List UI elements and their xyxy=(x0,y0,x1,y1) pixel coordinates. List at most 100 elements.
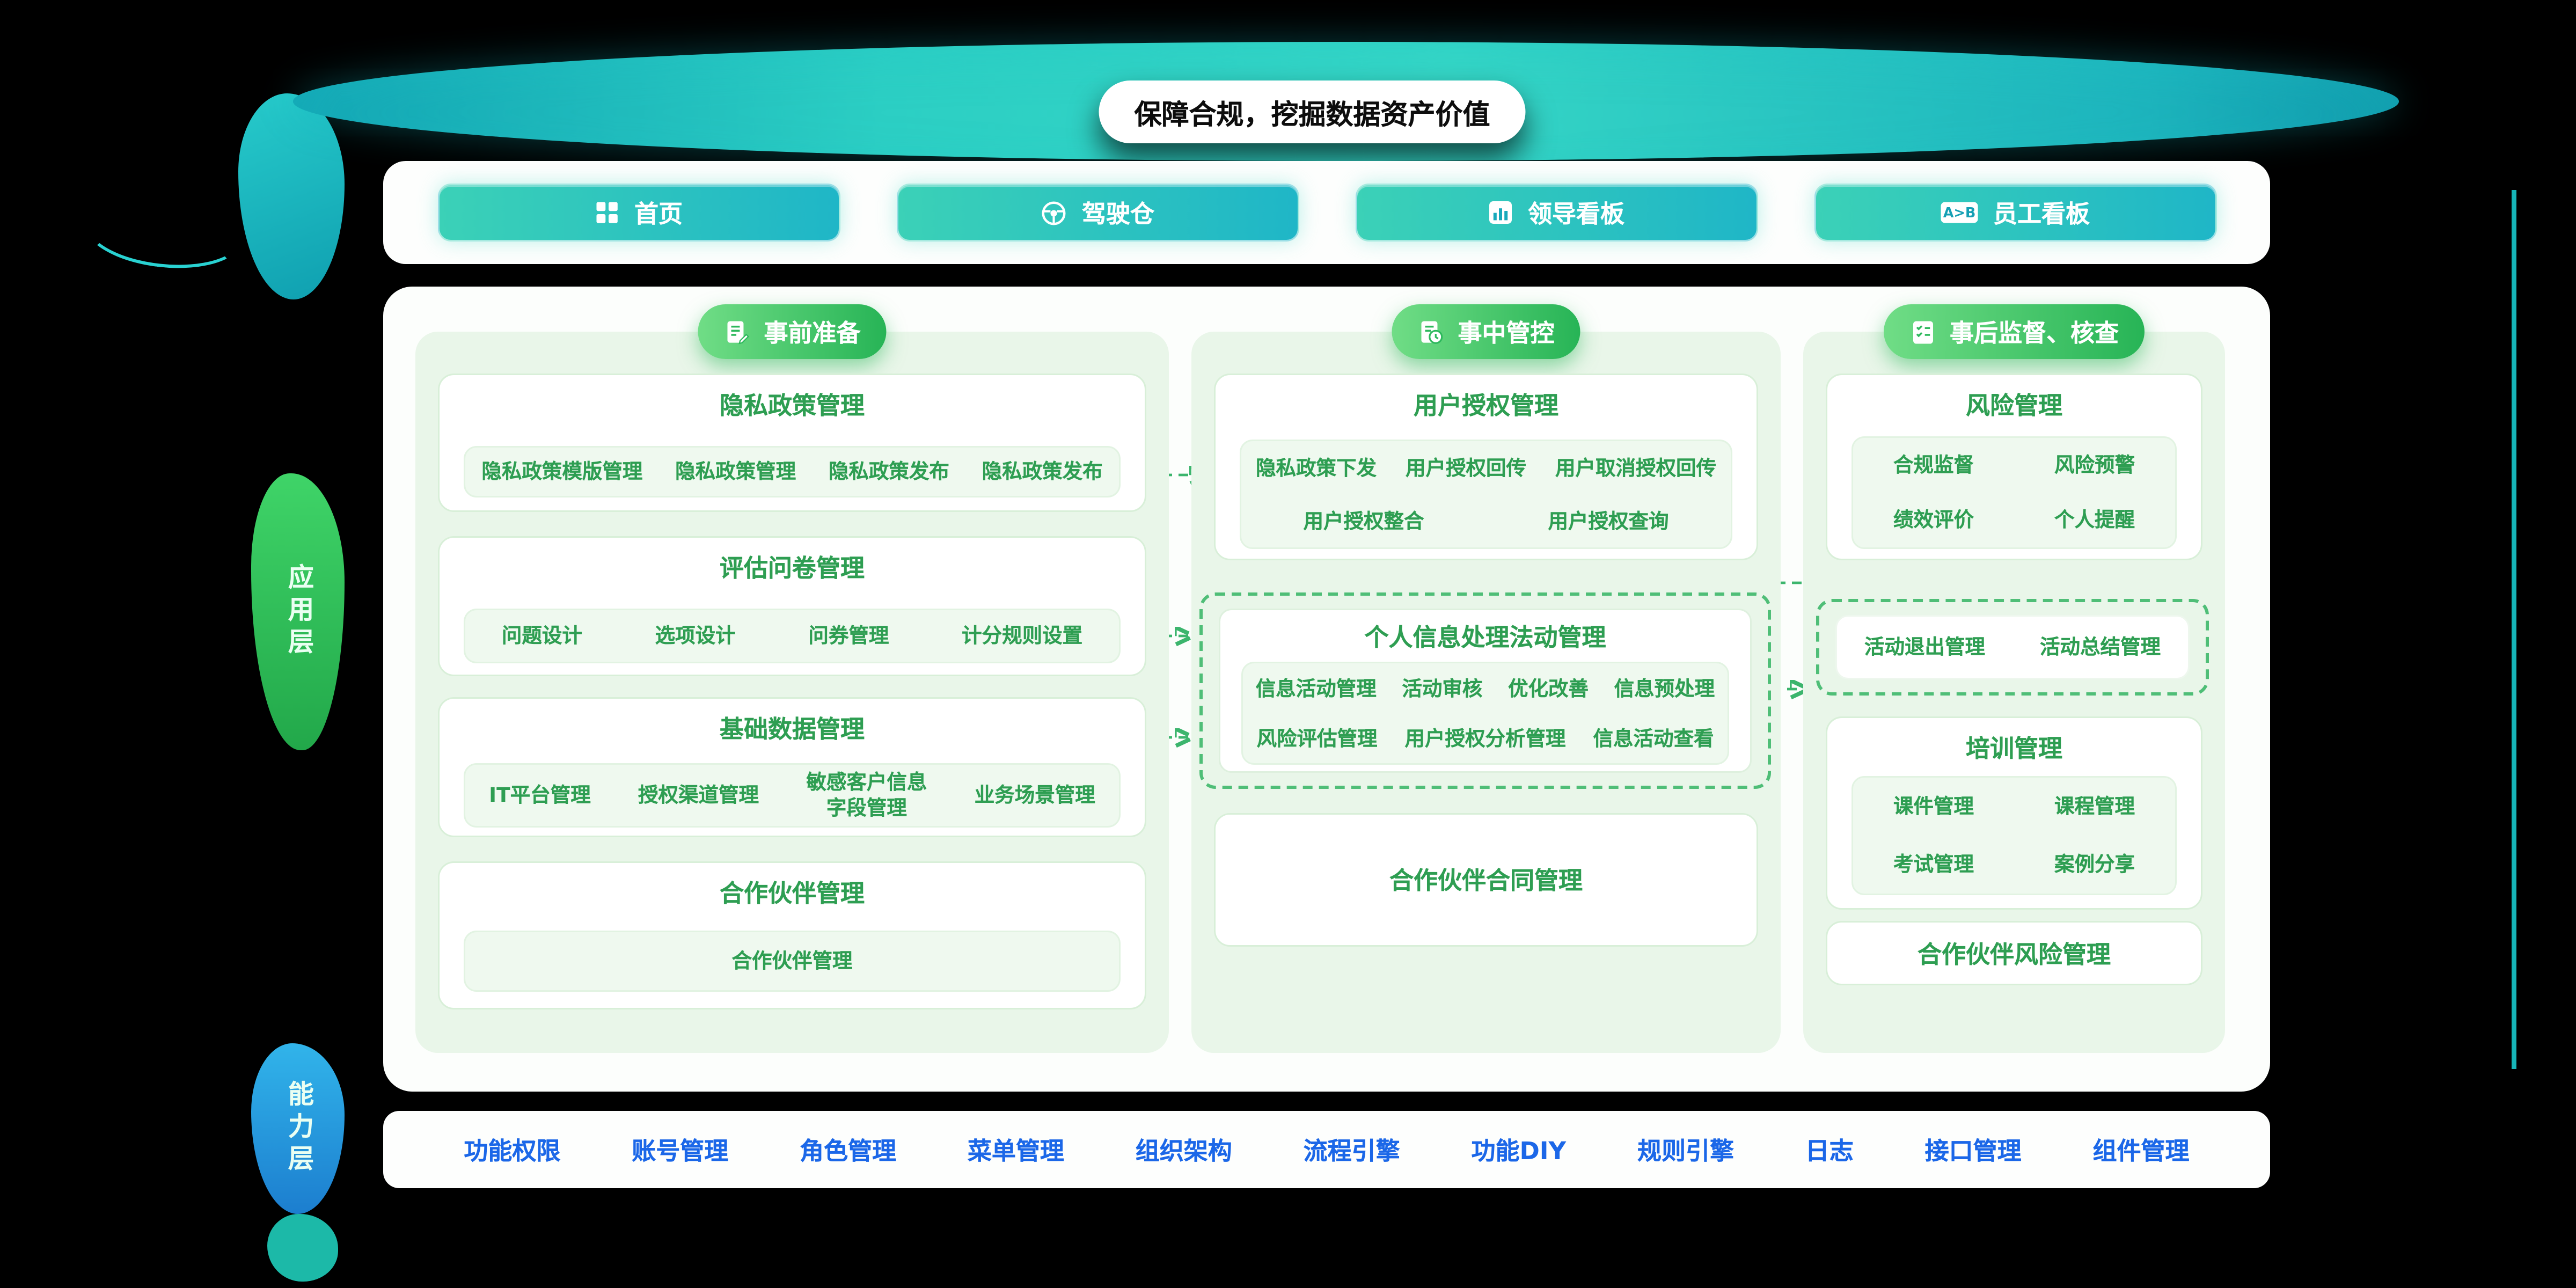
bar-chart-icon xyxy=(1488,200,1513,225)
module-row: 信息活动管理活动审核优化改善信息预处理 xyxy=(1243,663,1728,713)
module-row: 问题设计 选项设计 问券管理 计分规则设置 xyxy=(465,610,1119,662)
footer-item: 组织架构 xyxy=(1135,1136,1232,1165)
module-strip: 合作伙伴管理 xyxy=(464,931,1121,992)
capability-layer-blob: 能力层 xyxy=(251,1043,345,1214)
right-accent-strip xyxy=(2512,190,2516,1069)
footer-item: 功能权限 xyxy=(464,1136,561,1165)
card-title: 隐私政策管理 xyxy=(719,391,865,420)
module-row: 隐私政策模版管理隐私政策管理隐私政策发布隐私政策发布 xyxy=(465,448,1119,496)
module-row: 考试管理案例分享 xyxy=(1853,836,2175,894)
module-item: 风险预警 xyxy=(2054,452,2135,477)
module-row: IT平台管理授权渠道管理敏感客户信息 字段管理业务场景管理 xyxy=(465,765,1119,826)
module-strip: 问题设计 选项设计 问券管理 计分规则设置 xyxy=(464,609,1121,663)
ab-board-icon: A>B xyxy=(1940,201,1979,224)
module-item: 信息活动查看 xyxy=(1593,726,1714,750)
card-title: 基础数据管理 xyxy=(719,715,865,744)
slogan-pill: 保障合规，挖掘数据资产价值 xyxy=(1099,80,1526,143)
application-layer-label: 应用层 xyxy=(283,564,314,660)
module-item: 个人提醒 xyxy=(2054,507,2135,532)
column-header-label: 事后监督、核查 xyxy=(1949,318,2119,347)
module-card: 合作伙伴合同管理 xyxy=(1214,813,1758,947)
module-item: 隐私政策管理 xyxy=(675,459,796,484)
module-item: 计分规则设置 xyxy=(962,623,1083,648)
nav-button-label: 员工看板 xyxy=(1993,199,2090,228)
module-card: 用户授权管理隐私政策下发用户授权回传用户取消授权回传用户授权整合用户授权查询 xyxy=(1214,374,1758,560)
module-item: 隐私政策下发 xyxy=(1255,455,1377,480)
module-row: 用户授权整合用户授权查询 xyxy=(1241,494,1731,547)
column-pre: 事前准备隐私政策管理隐私政策模版管理隐私政策管理隐私政策发布隐私政策发布评估问卷… xyxy=(415,304,1169,1053)
module-item: 授权渠道管理 xyxy=(638,782,759,807)
module-row: 合规监督风险预警 xyxy=(1853,438,2175,493)
nav-button-1[interactable]: 首页 xyxy=(437,184,840,241)
module-item: 活动退出管理 xyxy=(1864,634,1985,659)
application-layer-blob: 应用层 xyxy=(251,473,345,750)
module-item: 问券管理 xyxy=(808,623,889,648)
nav-button-label: 首页 xyxy=(634,199,683,228)
dashed-group: 活动退出管理 活动总结管理 xyxy=(1816,599,2209,696)
card-title: 个人信息处理法动管理 xyxy=(1364,623,1606,652)
footer-item: 流程引擎 xyxy=(1303,1136,1400,1165)
card-title: 评估问卷管理 xyxy=(719,554,865,583)
module-item: 活动总结管理 xyxy=(2039,634,2161,659)
card-title: 用户授权管理 xyxy=(1413,391,1558,420)
module-card: 培训管理课件管理课程管理考试管理案例分享 xyxy=(1826,716,2202,910)
module-item: 业务场景管理 xyxy=(974,782,1095,807)
arc-line-decoration xyxy=(80,185,248,276)
column-header-post: 事后监督、核查 xyxy=(1883,304,2145,359)
column-mid: 事中管控用户授权管理隐私政策下发用户授权回传用户取消授权回传用户授权整合用户授权… xyxy=(1191,304,1781,1053)
module-strip: 隐私政策模版管理隐私政策管理隐私政策发布隐私政策发布 xyxy=(464,446,1121,497)
module-card: 合作伙伴风险管理 xyxy=(1826,921,2202,985)
module-row: 合作伙伴管理 xyxy=(465,932,1119,990)
module-item: 用户取消授权回传 xyxy=(1555,455,1716,480)
module-card: 合作伙伴管理合作伙伴管理 xyxy=(438,861,1146,1009)
module-item: 优化改善 xyxy=(1508,676,1589,700)
column-header-label: 事前准备 xyxy=(764,318,861,347)
nav-button-4[interactable]: A>B 员工看板 xyxy=(1813,184,2216,241)
column-header-label: 事中管控 xyxy=(1458,318,1555,347)
card-title: 培训管理 xyxy=(1965,734,2062,763)
grid-icon xyxy=(594,200,620,225)
module-strip: 合规监督风险预警绩效评价 个人提醒 xyxy=(1851,436,2177,549)
module-card: 风险管理合规监督风险预警绩效评价 个人提醒 xyxy=(1826,374,2202,560)
footer-item: 接口管理 xyxy=(1924,1136,2022,1165)
module-strip: 活动退出管理 活动总结管理 xyxy=(1835,615,2190,679)
steering-wheel-icon xyxy=(1040,199,1067,226)
module-item: 用户授权查询 xyxy=(1548,508,1669,533)
doc-pen-icon xyxy=(723,318,751,346)
module-row: 绩效评价 个人提醒 xyxy=(1853,493,2175,547)
nav-bar: 首页 驾驶仓 领导看板 A>B 员工看板 xyxy=(383,161,2270,264)
footer-item: 日志 xyxy=(1805,1136,1854,1165)
module-item: 案例分享 xyxy=(2054,852,2135,876)
doc-clock-icon xyxy=(1417,318,1445,346)
module-row: 风险评估管理用户授权分析管理信息活动查看 xyxy=(1243,713,1728,763)
nav-button-label: 领导看板 xyxy=(1527,199,1624,228)
module-item: 隐私政策发布 xyxy=(982,459,1103,484)
footer-item: 规则引擎 xyxy=(1637,1136,1734,1165)
dashed-group: 个人信息处理法动管理信息活动管理活动审核优化改善信息预处理风险评估管理用户授权分… xyxy=(1199,592,1771,789)
module-item: 选项设计 xyxy=(655,623,736,648)
card-title: 风险管理 xyxy=(1965,391,2062,420)
module-item: 绩效评价 xyxy=(1893,507,1974,532)
module-item: 课程管理 xyxy=(2054,794,2135,818)
module-strip: 信息活动管理活动审核优化改善信息预处理风险评估管理用户授权分析管理信息活动查看 xyxy=(1241,662,1729,765)
footer-item: 组件管理 xyxy=(2092,1136,2190,1165)
module-row: 隐私政策下发用户授权回传用户取消授权回传 xyxy=(1241,441,1731,494)
main-panel: 事前准备隐私政策管理隐私政策模版管理隐私政策管理隐私政策发布隐私政策发布评估问卷… xyxy=(383,287,2270,1092)
doc-check-icon xyxy=(1909,318,1937,346)
nav-button-3[interactable]: 领导看板 xyxy=(1355,184,1758,241)
module-item: 信息预处理 xyxy=(1614,676,1715,700)
module-card: 评估问卷管理问题设计 选项设计 问券管理 计分规则设置 xyxy=(438,536,1146,676)
module-row: 课件管理课程管理 xyxy=(1853,778,2175,836)
module-item: 活动审核 xyxy=(1402,676,1483,700)
nav-button-label: 驾驶仓 xyxy=(1081,199,1154,228)
module-strip: 课件管理课程管理考试管理案例分享 xyxy=(1851,776,2177,895)
module-item: 问题设计 xyxy=(501,623,582,648)
teal-blob-decoration xyxy=(238,93,345,299)
module-item: 敏感客户信息 字段管理 xyxy=(806,770,927,819)
footer-item: 功能DIY xyxy=(1471,1136,1567,1165)
nav-button-2[interactable]: 驾驶仓 xyxy=(896,184,1299,241)
column-header-mid: 事中管控 xyxy=(1392,304,1580,359)
